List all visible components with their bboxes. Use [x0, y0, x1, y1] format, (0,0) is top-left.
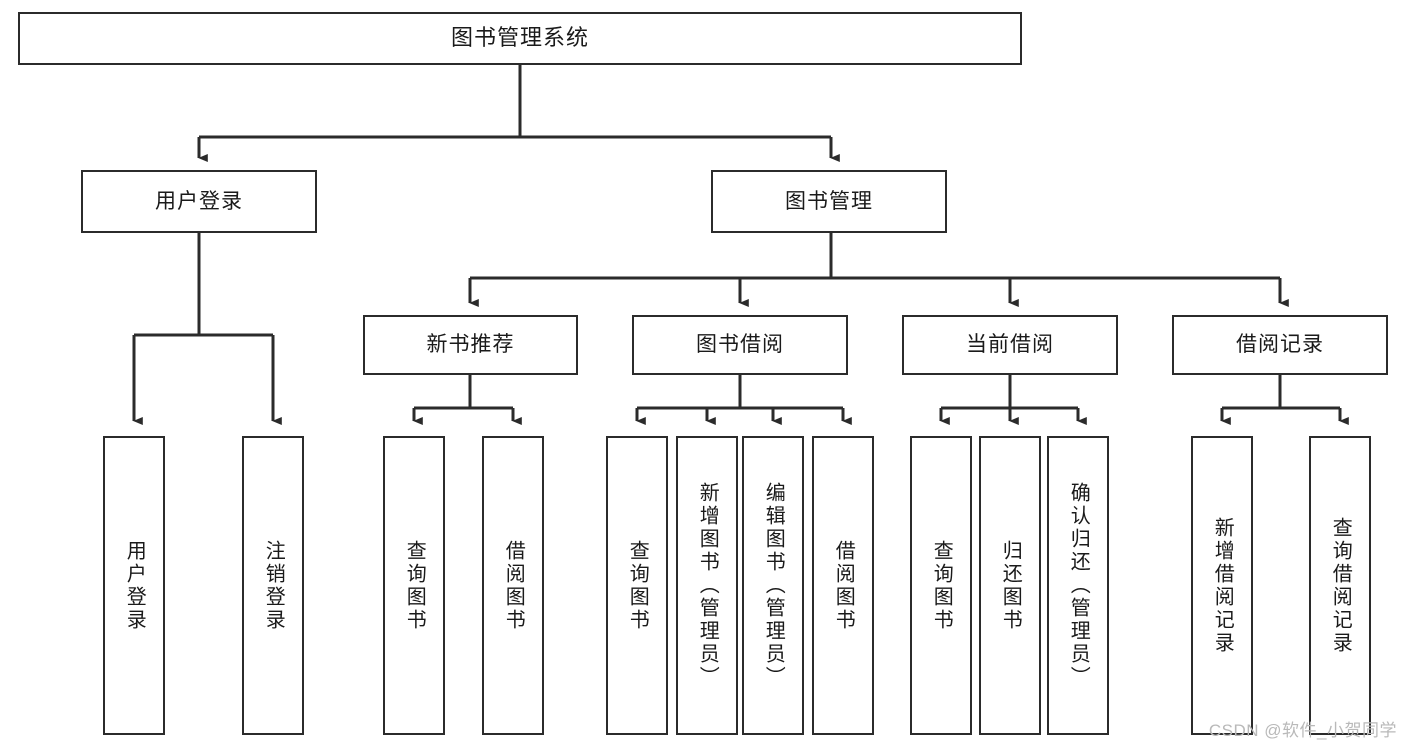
node-label: 图书借阅: [696, 333, 784, 357]
leaf-borrow-book[interactable]: 借阅图书: [812, 436, 874, 735]
leaf-add-book-admin[interactable]: 新增图书（管理员）: [676, 436, 738, 735]
node-label: 借阅记录: [1236, 333, 1324, 357]
node-label: 图书管理系统: [450, 25, 589, 51]
leaf-edit-book-admin[interactable]: 编辑图书（管理员）: [742, 436, 804, 735]
leaf-query-book-borrow[interactable]: 查询图书: [606, 436, 668, 735]
node-label: 查询图书: [930, 539, 953, 632]
node-label: 当前借阅: [966, 333, 1054, 357]
node-label: 新增借阅记录: [1211, 516, 1234, 655]
leaf-logout[interactable]: 注销登录: [242, 436, 304, 735]
leaf-query-book-recommend[interactable]: 查询图书: [383, 436, 445, 735]
node-label: 查询图书: [626, 539, 649, 632]
node-book-borrow[interactable]: 图书借阅: [632, 315, 848, 375]
node-label: 用户登录: [123, 539, 146, 632]
node-book-management[interactable]: 图书管理: [711, 170, 947, 233]
node-label: 注销登录: [262, 539, 285, 632]
node-current-borrow[interactable]: 当前借阅: [902, 315, 1118, 375]
csdn-watermark: CSDN @软件_小贺同学: [1208, 721, 1397, 740]
node-new-book-recommend[interactable]: 新书推荐: [363, 315, 578, 375]
node-label: 查询图书: [403, 539, 426, 632]
node-label: 编辑图书（管理员）: [762, 482, 785, 689]
leaf-confirm-return-admin[interactable]: 确认归还（管理员）: [1047, 436, 1109, 735]
leaf-return-book[interactable]: 归还图书: [979, 436, 1041, 735]
node-root-system[interactable]: 图书管理系统: [18, 12, 1022, 65]
node-user-login[interactable]: 用户登录: [81, 170, 317, 233]
leaf-add-borrow-record[interactable]: 新增借阅记录: [1191, 436, 1253, 735]
node-label: 新增图书（管理员）: [696, 482, 719, 689]
node-label: 确认归还（管理员）: [1067, 482, 1090, 689]
leaf-user-login[interactable]: 用户登录: [103, 436, 165, 735]
node-label: 借阅图书: [502, 539, 525, 632]
node-label: 用户登录: [155, 189, 243, 213]
node-label: 新书推荐: [426, 333, 515, 357]
node-label: 图书管理: [785, 189, 873, 213]
leaf-query-borrow-record[interactable]: 查询借阅记录: [1309, 436, 1371, 735]
node-borrow-record[interactable]: 借阅记录: [1172, 315, 1388, 375]
node-label: 归还图书: [999, 539, 1022, 632]
node-label: 查询借阅记录: [1329, 516, 1352, 655]
node-label: 借阅图书: [832, 539, 855, 632]
leaf-query-book-current[interactable]: 查询图书: [910, 436, 972, 735]
leaf-borrow-book-recommend[interactable]: 借阅图书: [482, 436, 544, 735]
